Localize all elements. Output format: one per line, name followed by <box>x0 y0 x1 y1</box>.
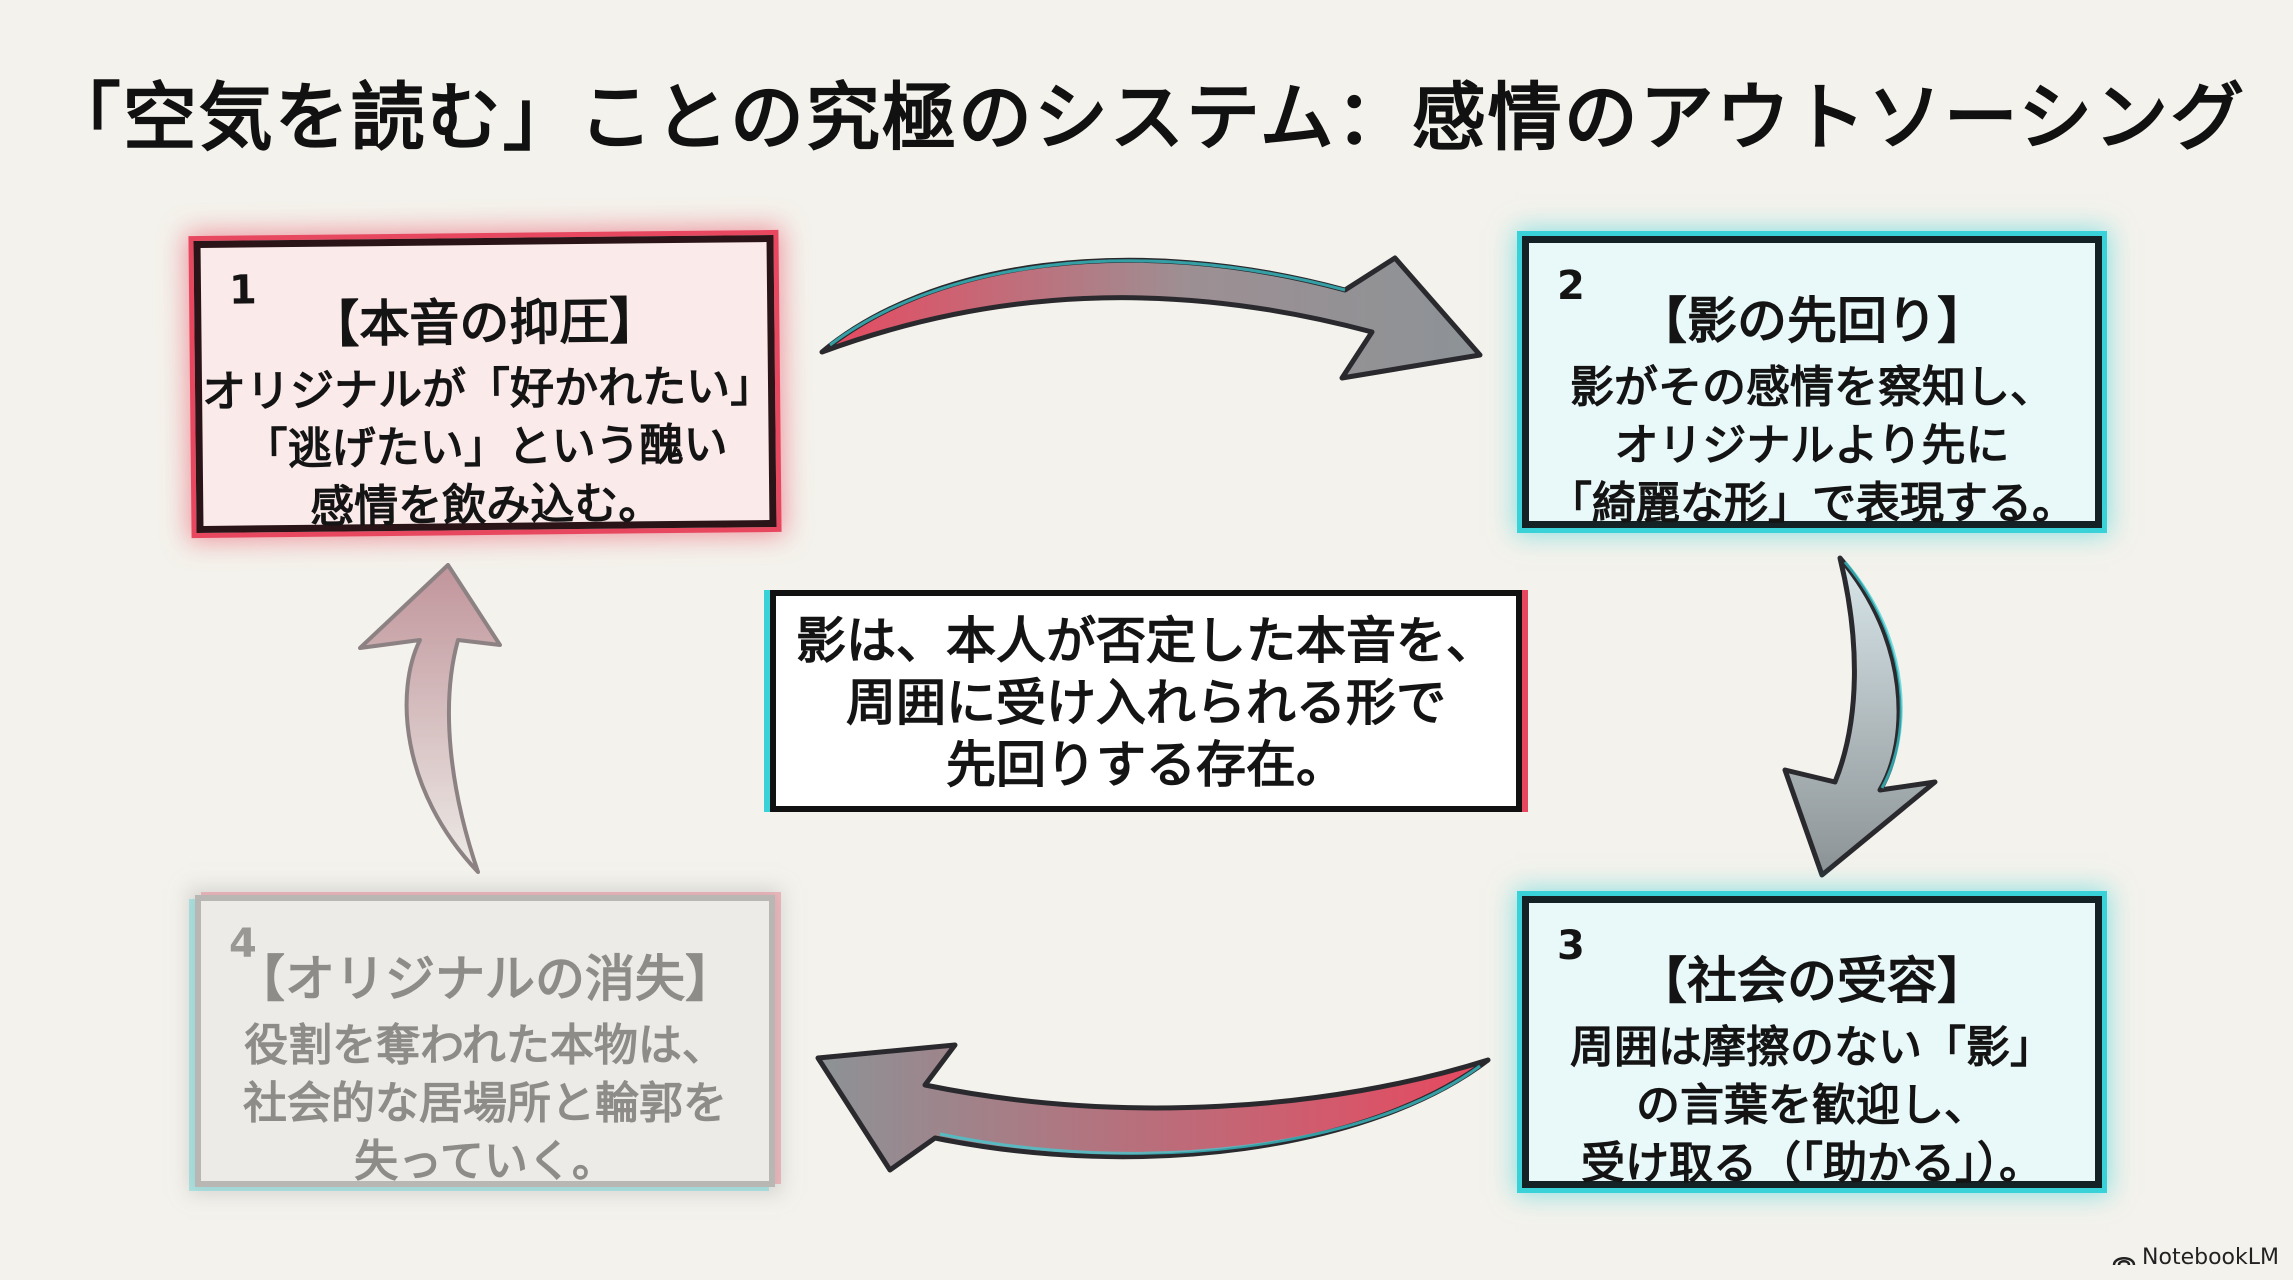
step-line: 社会的な居場所と輪郭を <box>243 1078 727 1129</box>
step-text: 役割を奪われた本物は、 社会的な居場所と輪郭を 失っていく。 <box>201 1017 769 1191</box>
step-1-box: 1 【本音の抑圧】 オリジナルが「好かれたい」 「逃げたい」という醜い 感情を飲… <box>193 234 777 534</box>
step-line: 「逃げたい」という醜い <box>243 419 728 476</box>
brand-label: NotebookLM <box>2142 1245 2279 1270</box>
step-heading: 【社会の受容】 <box>1637 952 1987 1010</box>
notebooklm-icon <box>2112 1256 2136 1265</box>
step-line: の言葉を歓迎し、 <box>1636 1080 1988 1131</box>
step-line: 感情を飲み込む。 <box>310 478 663 533</box>
step-text: オリジナルが「好かれたい」 「逃げたい」という醜い 感情を飲み込む。 <box>201 358 775 538</box>
step-line: 失っていく。 <box>354 1136 616 1187</box>
center-line: 影は、本人が否定した本音を、 <box>796 612 1496 670</box>
step-number: 4 <box>229 921 257 967</box>
step-number: 1 <box>228 267 258 314</box>
step-line: 周囲は摩擦のない「影」 <box>1570 1022 2054 1073</box>
step-line: 受け取る（「助かる」）。 <box>1581 1138 2043 1189</box>
arrow-1-to-2 <box>819 255 1483 381</box>
step-line: オリジナルより先に <box>1614 420 2010 471</box>
center-line: 周囲に受け入れられる形で <box>846 674 1446 732</box>
step-number: 2 <box>1557 263 1585 309</box>
arrow-2-to-3 <box>1782 555 1938 878</box>
center-line: 先回りする存在。 <box>946 736 1346 794</box>
center-message-box: 影は、本人が否定した本音を、 周囲に受け入れられる形で 先回りする存在。 <box>770 590 1522 812</box>
step-number: 3 <box>1557 923 1585 969</box>
step-2-box: 2 【影の先回り】 影がその感情を察知し、 オリジナルより先に 「綺麗な形」で表… <box>1522 236 2102 529</box>
step-line: 「綺麗な形」で表現する。 <box>1548 478 2076 529</box>
step-3-box: 3 【社会の受容】 周囲は摩擦のない「影」 の言葉を歓迎し、 受け取る（「助かる… <box>1522 896 2102 1189</box>
arrow-4-to-1 <box>358 563 502 874</box>
step-text: 周囲は摩擦のない「影」 の言葉を歓迎し、 受け取る（「助かる」）。 <box>1529 1019 2095 1193</box>
step-line: 役割を奪われた本物は、 <box>244 1020 726 1071</box>
step-line: 影がその感情を察知し、 <box>1570 362 2054 413</box>
step-text: 影がその感情を察知し、 オリジナルより先に 「綺麗な形」で表現する。 <box>1529 359 2095 533</box>
step-heading: 【オリジナルの消失】 <box>235 950 735 1008</box>
step-4-box: 4 【オリジナルの消失】 役割を奪われた本物は、 社会的な居場所と輪郭を 失って… <box>195 895 775 1187</box>
arrow-3-to-4 <box>815 1042 1491 1173</box>
step-line: オリジナルが「好かれたい」 <box>201 360 775 418</box>
step-heading: 【本音の抑圧】 <box>309 292 660 354</box>
page-title: 「空気を読む」ことの究極のシステム：感情のアウトソーシング <box>46 75 2247 161</box>
step-heading: 【影の先回り】 <box>1637 292 1987 350</box>
brand-badge: NotebookLM <box>2112 1245 2279 1270</box>
